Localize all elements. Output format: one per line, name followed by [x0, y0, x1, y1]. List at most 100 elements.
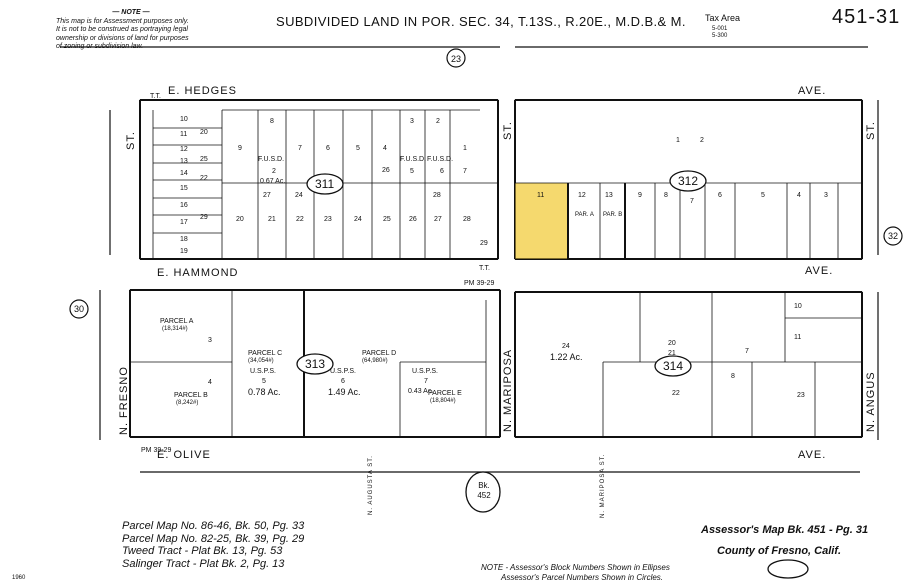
parcel-314-21: 21 [668, 350, 676, 357]
adjacent-block-23: 23 [451, 54, 462, 64]
fusd-number: 2 [272, 168, 276, 175]
disclaimer-note: — NOTE — This map is for Assessment purp… [56, 9, 206, 52]
parcel-314-11: 11 [794, 334, 802, 341]
street-fresno: N. FRESNO [118, 366, 130, 435]
bottom-note: NOTE - Assessor's Block Numbers Shown in… [481, 563, 670, 583]
parcel-d-area: (64,980#) [362, 358, 388, 364]
note-heading: — NOTE — [112, 9, 150, 16]
parcel-311-23: 23 [324, 216, 332, 223]
parcel-d-label: PARCEL D [362, 350, 397, 357]
parcel-312-3: 3 [824, 192, 828, 199]
parcel-b-label: PARCEL B [174, 392, 208, 399]
parcel-311-28: 28 [463, 216, 471, 223]
parcel-311-left-11: 11 [180, 131, 188, 138]
parcel-b-number: 4 [208, 379, 212, 386]
parcel-311-26: 26 [409, 216, 417, 223]
street-olive: E. OLIVE [157, 449, 211, 461]
parcel-311-left-circled-22: 22 [200, 175, 208, 182]
parcel-311-29: 29 [480, 240, 488, 247]
parcel-312-5: 5 [761, 192, 765, 199]
block-314-lines [514, 291, 863, 438]
parcel-e-number: 7 [424, 378, 428, 385]
pm-left-label: PM 39-29 [141, 447, 172, 454]
parcel-312-7: 7 [690, 198, 694, 205]
block-313-number: 313 [305, 357, 326, 371]
parcel-311-left-18: 18 [180, 236, 188, 243]
fusd-number: 6 [440, 168, 444, 175]
parcel-311-7: 7 [298, 145, 302, 152]
adjacent-block-30: 30 [74, 304, 85, 314]
parcel-a-label: PARCEL A [160, 318, 194, 325]
parcel-b-area: (8,242#) [176, 400, 199, 406]
parcel-e-area: (18,804#) [430, 398, 456, 404]
adjacent-block-452: Bk. 452 [477, 481, 491, 500]
block-312-number: 312 [678, 174, 699, 188]
parcel-311-left-circled-20: 20 [200, 129, 208, 136]
parcel-314-7: 7 [745, 348, 749, 355]
reference-line: Parcel Map No. 82-25, Bk. 39, Pg. 29 [122, 532, 305, 545]
acreage-311: 0.67 Ac. [260, 178, 286, 185]
parcel-311-left-16: 16 [180, 202, 188, 209]
parcel-311-5: 5 [356, 145, 360, 152]
reference-line: Salinger Tract - Plat Bk. 2, Pg. 13 [122, 557, 285, 570]
reference-line: Parcel Map No. 86-46, Bk. 50, Pg. 33 [122, 520, 305, 532]
parcel-311-6: 6 [326, 145, 330, 152]
parcel-311-20: 20 [236, 216, 244, 223]
parcel-311-9: 9 [238, 145, 242, 152]
parcel-312-2: 2 [700, 137, 704, 144]
map-title: SUBDIVIDED LAND IN POR. SEC. 34, T.13S.,… [276, 14, 686, 29]
block-313-ellipse [296, 353, 334, 375]
parcel-311-3: 3 [410, 118, 414, 125]
legend-ellipse [767, 559, 809, 579]
parcel-312-6: 6 [718, 192, 722, 199]
adjacent-block-32: 32 [888, 231, 899, 241]
parcel-311-1: 1 [463, 145, 467, 152]
parcel-314-22: 22 [672, 390, 680, 397]
note-line: of zoning or subdivision law. [56, 43, 144, 50]
tt-right-label: T.T. [479, 265, 490, 272]
block-311-ellipse [306, 173, 344, 195]
parcel-311-8: 8 [270, 118, 274, 125]
block-314-number: 314 [663, 359, 684, 373]
parcel-311-left-14: 14 [180, 170, 188, 177]
parcel-312-13: 13 [605, 192, 613, 199]
parcel-311-left-19: 19 [180, 248, 188, 255]
parcel-311-left-12: 12 [180, 146, 188, 153]
block-311-lines [139, 99, 499, 260]
bottom-note-line: Assessor's Parcel Numbers Shown in Circl… [501, 573, 664, 582]
street-hammond-ave: AVE. [805, 265, 834, 277]
parcel-c-number: 5 [262, 378, 266, 385]
fusd-number: 5 [410, 168, 414, 175]
parcel-311-circled-27: 27 [263, 192, 271, 199]
parcel-314-20: 20 [668, 340, 676, 347]
parcel-d-acres: 1.49 Ac. [328, 387, 361, 397]
street-hammond: E. HAMMOND [157, 267, 239, 279]
note-line: It is not to be construed as portraying … [56, 26, 188, 33]
parcel-a-area: (18,314#) [162, 326, 188, 332]
parcel-d-usps: U.S.P.S. [330, 368, 356, 375]
note-line: ownership or divisions of land for purpo… [56, 34, 189, 42]
parcel-314-8: 8 [731, 373, 735, 380]
street-angus: N. ANGUS [865, 371, 877, 432]
parcel-c-usps: U.S.P.S. [250, 368, 276, 375]
parcel-e-label: PARCEL E [428, 390, 462, 397]
pm-right-label: PM 39-29 [464, 280, 495, 287]
parcel-311-circled-24: 24 [295, 192, 303, 199]
parcel-311-circled-26: 26 [382, 167, 390, 174]
street-angus-st: ST. [865, 121, 877, 140]
county-label: County of Fresno, Calif. [717, 545, 842, 557]
highlighted-parcel [515, 183, 568, 259]
parcel-311-21: 21 [268, 216, 276, 223]
block-313-lines [129, 289, 501, 438]
parcel-314-24-acres: 1.22 Ac. [550, 352, 583, 362]
parcel-311-22: 22 [296, 216, 304, 223]
parcel-311-left-circled-25: 25 [200, 156, 208, 163]
bottom-note-line: NOTE - Assessor's Block Numbers Shown in… [481, 563, 670, 572]
parcel-312-4: 4 [797, 192, 801, 199]
parcel-314-23: 23 [797, 392, 805, 399]
parcel-311-27: 27 [434, 216, 442, 223]
block-452-ellipse [465, 471, 501, 513]
block-314-ellipse [654, 355, 692, 377]
tax-area-codes: 5-001 5-300 [712, 26, 728, 39]
